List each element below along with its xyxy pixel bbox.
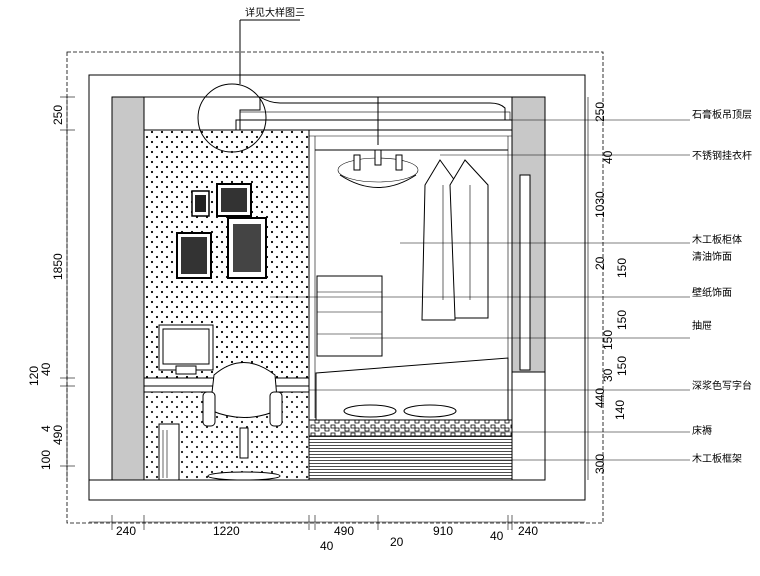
- dim-left-100: 100: [39, 450, 53, 470]
- dim-bottom-490: 490: [334, 524, 354, 538]
- dim-left-120: 120: [27, 366, 41, 386]
- left-dimension-chain: [60, 96, 75, 480]
- dim-left-4: 4: [39, 425, 53, 432]
- label-desk: 深浆色写字台: [692, 379, 752, 392]
- dim-right-440: 440: [593, 388, 607, 408]
- label-frame: 木工板框架: [692, 452, 742, 465]
- bottom-dimension-chain: [89, 515, 585, 530]
- dim-right-20: 20: [593, 256, 607, 270]
- dim-right-150d: 150: [615, 356, 629, 376]
- wall-pictures: [176, 183, 267, 279]
- dim-right-250: 250: [593, 102, 607, 122]
- dim-right-40: 40: [601, 150, 615, 164]
- right-wall-lower: [511, 371, 546, 481]
- label-cabinet-line2: 清油饰面: [692, 250, 732, 263]
- dim-right-140: 140: [613, 400, 627, 420]
- dim-bottom-sub-40b: 40: [490, 529, 504, 543]
- left-wall: [111, 96, 145, 481]
- dim-left-490: 490: [51, 425, 65, 445]
- drawer-unit: [316, 275, 383, 357]
- label-gypsum-ceiling: 石膏板吊顶层: [692, 108, 752, 121]
- chandelier: [337, 97, 419, 188]
- label-drawer: 抽屉: [692, 319, 712, 332]
- bed: [308, 357, 513, 481]
- dim-bottom-240a: 240: [116, 524, 136, 538]
- dim-bottom-sub-20: 20: [390, 535, 404, 549]
- dim-bottom-240b: 240: [518, 524, 538, 538]
- dim-bottom-910: 910: [433, 524, 453, 538]
- dim-left-40: 40: [39, 362, 53, 376]
- callout-ref-text: 详见大样图三: [245, 6, 305, 19]
- dim-right-150a: 150: [615, 258, 629, 278]
- label-bedding: 床褥: [692, 424, 712, 437]
- label-leaders: [270, 119, 690, 461]
- desk-chair: [202, 362, 283, 481]
- label-wallpaper: 壁纸饰面: [692, 286, 732, 299]
- label-cabinet-line1: 木工板柜体: [692, 233, 742, 246]
- dim-left-1850: 1850: [51, 253, 65, 280]
- dim-right-30: 30: [601, 368, 615, 382]
- dim-right-150b: 150: [615, 310, 629, 330]
- door-handle: [519, 174, 531, 371]
- dim-left-250: 250: [51, 105, 65, 125]
- hanging-coats: [421, 159, 489, 321]
- dim-bottom-1220: 1220: [213, 524, 240, 538]
- dim-bottom-sub-40a: 40: [320, 539, 334, 553]
- dim-right-150c: 150: [601, 330, 615, 350]
- label-steel-rod: 不锈钢挂衣杆: [692, 149, 752, 162]
- inner-boundary: [88, 74, 586, 501]
- dim-right-300: 300: [593, 454, 607, 474]
- dim-right-1030: 1030: [593, 191, 607, 218]
